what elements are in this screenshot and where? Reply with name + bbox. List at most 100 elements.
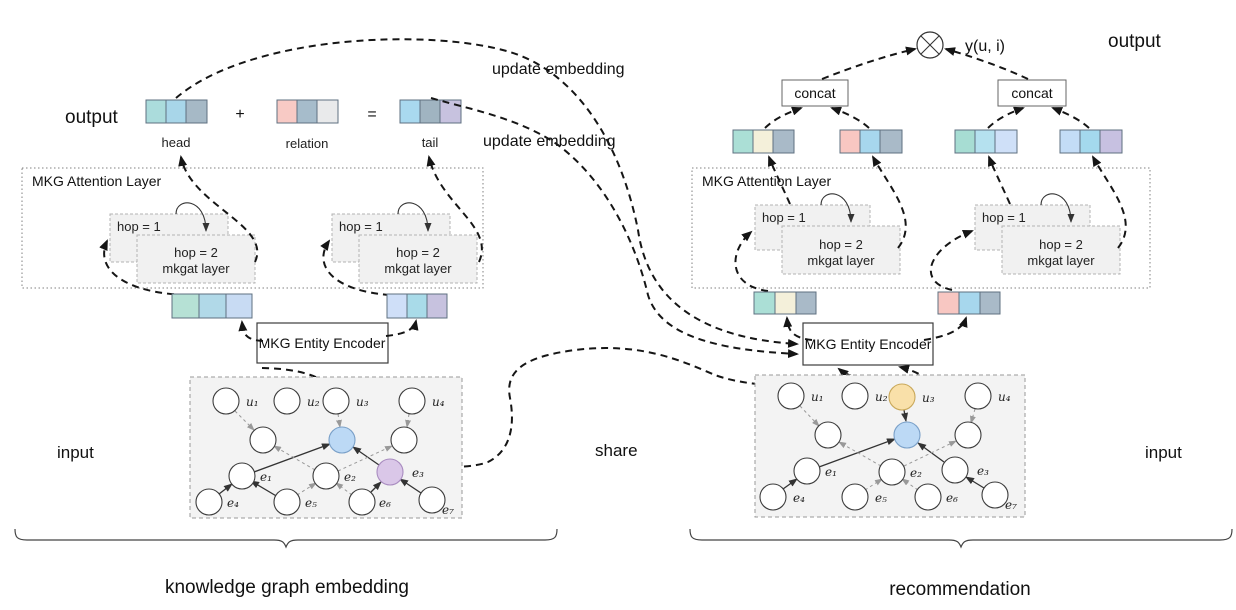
cell-1 [732, 129, 754, 154]
hop-loop-arrow [175, 202, 210, 232]
left-hop-stack-2: hop = 1 hop = 2 mkgat layer [331, 202, 478, 284]
entity-node-e3 [941, 456, 969, 484]
mid-node-right [954, 421, 982, 449]
mkgat-layer-label: mkgat layer [384, 261, 452, 276]
right-graph-edges-dashed [799, 405, 976, 491]
cell-3 [994, 129, 1018, 154]
item-node-blue [328, 426, 356, 454]
share-connector [403, 347, 905, 469]
left-graph-edges-solid [218, 443, 422, 498]
rec-caption: recommendation [889, 579, 1031, 600]
hop2-box [781, 225, 901, 275]
plus-sign: + [235, 106, 244, 123]
rec-output-label: output [1108, 31, 1162, 52]
hop-loop-arrow [397, 202, 432, 232]
concat-right-label: concat [1011, 85, 1052, 101]
right-underbrace [689, 528, 1233, 549]
relation-cell-1 [276, 99, 298, 124]
rec-top-block-3 [954, 129, 1018, 154]
e7-label: e₇ [1005, 498, 1017, 512]
u3-label: u₃ [356, 395, 369, 409]
left-underbrace [14, 528, 558, 549]
tail-embedding-block [399, 99, 462, 124]
head-cell-1 [145, 99, 167, 124]
cell-2 [774, 291, 797, 315]
u2-label: u₂ [307, 395, 320, 409]
right-graph-nodes [759, 382, 1009, 511]
right-hop-stack-1: hop = 1 hop = 2 mkgat layer [754, 193, 901, 275]
cell-3 [225, 293, 253, 319]
cell-1 [1059, 129, 1081, 154]
u2-label: u₂ [875, 390, 888, 404]
tail-label: tail [422, 135, 439, 150]
cell-1 [937, 291, 960, 315]
u3-label: u₃ [922, 391, 935, 405]
hop2-label: hop = 2 [174, 245, 218, 260]
update-embedding-label-top: update embedding [492, 61, 625, 78]
equals-sign: = [367, 106, 376, 123]
hop1-label: hop = 1 [339, 219, 383, 234]
kge-caption: knowledge graph embedding [165, 577, 409, 598]
cell-1 [386, 293, 408, 319]
entity-node-e1 [793, 457, 821, 485]
e2-label: e₂ [344, 470, 356, 484]
hop2-label: hop = 2 [1039, 237, 1083, 252]
tail-cell-1 [399, 99, 421, 124]
kge-output-label: output [65, 107, 119, 128]
u4-label: u₄ [998, 390, 1011, 404]
e3-label: e₃ [977, 464, 989, 478]
item-node-blue [893, 421, 921, 449]
cell-1 [753, 291, 776, 315]
entity-node-e2 [312, 462, 340, 490]
e7-label: e₇ [442, 503, 454, 517]
right-attention-layer-title: MKG Attention Layer [702, 173, 832, 189]
right-attention-connectors [734, 155, 1127, 292]
left-graph-nodes [195, 387, 446, 516]
kge-input-label: input [57, 443, 94, 462]
e2-label: e₂ [910, 466, 922, 480]
hop1-label: hop = 1 [982, 210, 1026, 225]
left-graph-labels: u₁ u₂ u₃ u₄ e₁ e₂ e₃ e₄ e₅ e₆ e₇ [227, 395, 454, 517]
cell-2 [752, 129, 774, 154]
e5-label: e₅ [875, 491, 887, 505]
user-node-u1 [212, 387, 240, 415]
right-graph-labels: u₁ u₂ u₃ u₄ e₁ e₂ e₃ e₄ e₅ e₆ e₇ [793, 390, 1017, 512]
relation-cell-2 [296, 99, 318, 124]
mid-node-left [814, 421, 842, 449]
cell-2 [1079, 129, 1101, 154]
cell-2 [859, 129, 881, 154]
left-attention-connectors [99, 155, 483, 296]
user-node-u2 [273, 387, 301, 415]
rec-input-label: input [1145, 443, 1182, 462]
entity-node-e6 [914, 483, 942, 511]
hop2-label: hop = 2 [396, 245, 440, 260]
head-cell-2 [165, 99, 187, 124]
e4-label: e₄ [793, 491, 805, 505]
left-mkg-entity-encoder-box [256, 322, 389, 364]
entity-node-e5 [841, 483, 869, 511]
kge-left-embedding-block [171, 293, 253, 319]
hop2-box [358, 234, 478, 284]
rec-top-block-4 [1059, 129, 1123, 154]
cell-3 [795, 291, 817, 315]
mid-node-left [249, 426, 277, 454]
user-node-u3 [322, 387, 350, 415]
left-attention-layer-box [21, 167, 484, 289]
kge-right-embedding-block [386, 293, 448, 319]
e1-label: e₁ [825, 465, 837, 479]
concat-right-box [997, 79, 1067, 107]
left-attention-layer-title: MKG Attention Layer [32, 173, 162, 189]
entity-node-e3-shared [376, 458, 404, 486]
entity-node-e7 [981, 481, 1009, 509]
u1-label: u₁ [246, 395, 259, 409]
entity-node-e4 [759, 483, 787, 511]
hop2-box [136, 234, 256, 284]
relation-cell-3 [316, 99, 339, 124]
e6-label: e₆ [379, 496, 391, 510]
hop2-label: hop = 2 [819, 237, 863, 252]
hop1-label: hop = 1 [117, 219, 161, 234]
update-embedding-connectors [175, 38, 799, 359]
left-encoder-label: MKG Entity Encoder [259, 335, 386, 351]
